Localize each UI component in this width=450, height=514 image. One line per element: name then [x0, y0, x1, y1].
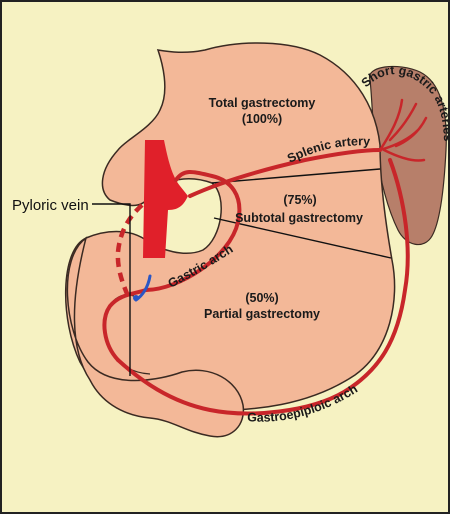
gastric-arch-artery [144, 170, 242, 292]
label-partial-gastrectomy: Partial gastrectomy [204, 307, 320, 321]
label-pyloric-vein: Pyloric vein [12, 197, 89, 214]
pyloric-artery [102, 288, 148, 362]
aorta [143, 140, 188, 258]
label-subtotal-gastrectomy: Subtotal gastrectomy [235, 211, 363, 225]
label-total-pct: (100%) [242, 112, 282, 126]
division-line-50 [213, 217, 392, 259]
label-total-gastrectomy: Total gastrectomy [209, 96, 316, 110]
pyloric-vein-leader [92, 203, 131, 376]
short-gastric-branches [378, 98, 428, 162]
pylorus-dashed-artery [115, 203, 144, 297]
label-partial-pct: (50%) [245, 291, 278, 305]
division-line-75 [211, 168, 381, 184]
gastroepiploic-artery [116, 158, 410, 416]
pyloric-vein-dot [133, 295, 139, 301]
label-subtotal-pct: (75%) [283, 193, 316, 207]
stomach [64, 42, 396, 413]
splenic-artery-vessel [188, 148, 382, 198]
duodenum [66, 236, 245, 438]
